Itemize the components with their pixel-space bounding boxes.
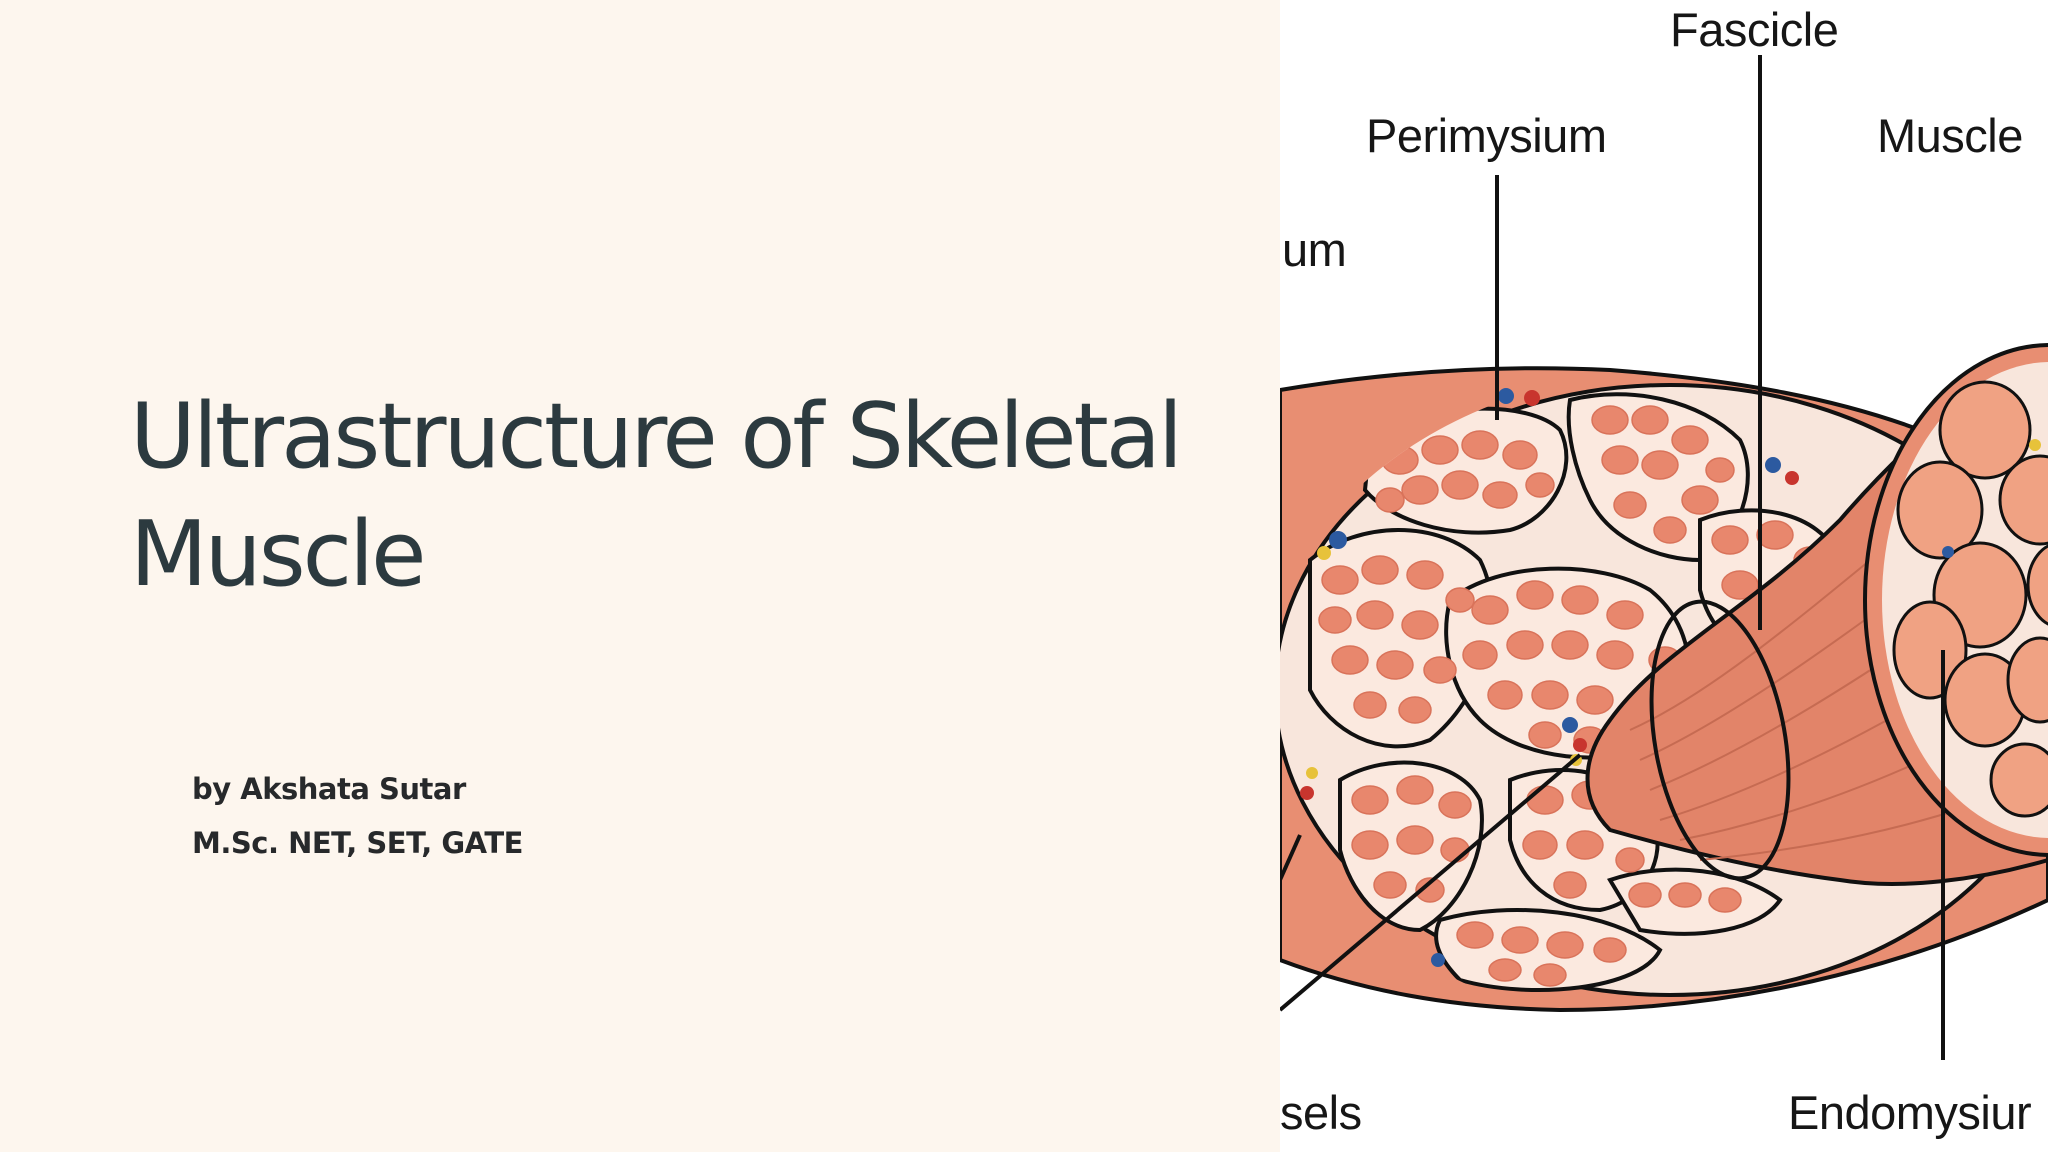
label-muscle: Muscle <box>1877 109 2023 162</box>
muscle-cross-section-illustration: Fascicle Perimysium Muscle um sels Endom… <box>1280 0 2048 1152</box>
fascicle-perimysium-ring <box>1649 599 1791 881</box>
author-credentials: M.Sc. NET, SET, GATE <box>192 826 523 860</box>
fascicle-striations <box>1629 469 2041 861</box>
muscle-diagram <box>1280 55 2048 1060</box>
label-fascicle: Fascicle <box>1670 3 1839 56</box>
slide-title: Ultrastructure of Skeletal Muscle <box>130 384 1183 607</box>
label-endomysium: Endomysiur <box>1788 1086 2032 1139</box>
label-epimysium-partial: um <box>1282 223 1347 276</box>
muscle-end-fascicles <box>1882 362 2048 838</box>
leader-lines <box>1280 55 1945 1060</box>
title-panel: Ultrastructure of Skeletal Muscle by Aks… <box>0 0 1280 1152</box>
label-perimysium: Perimysium <box>1366 109 1607 162</box>
author-line: by Akshata Sutar <box>192 772 466 806</box>
label-vessels-partial: sels <box>1280 1086 1362 1139</box>
